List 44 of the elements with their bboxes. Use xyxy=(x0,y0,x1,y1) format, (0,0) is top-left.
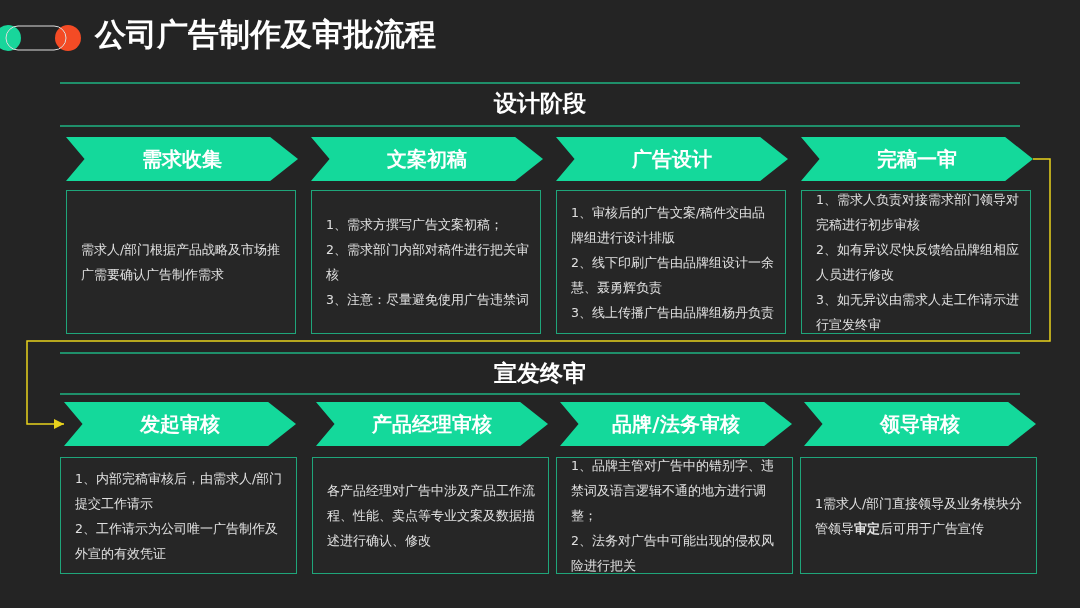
step-title: 广告设计 xyxy=(631,145,713,173)
description-text: 2、如有异议尽快反馈给品牌组相应人员进行修改 xyxy=(816,241,1020,284)
description-panel xyxy=(556,457,793,574)
step-title: 品牌/法务审核 xyxy=(611,410,741,438)
description-text: 3、注意：尽量避免使用广告违禁词 xyxy=(326,291,530,309)
description-panel xyxy=(60,457,297,574)
step-title: 产品经理审核 xyxy=(371,410,493,438)
chevron-banner xyxy=(801,137,1033,181)
description-text: 各产品经理对广告中涉及产品工作流程、性能、卖点等专业文案及数据描述进行确认、修改 xyxy=(327,482,536,550)
description-panel xyxy=(311,190,541,334)
step-title: 发起审核 xyxy=(139,410,221,438)
section-heading: 宣发终审 xyxy=(493,359,587,388)
chevron-banner xyxy=(556,137,788,181)
step-title: 文案初稿 xyxy=(386,145,468,173)
description-text: 1、品牌主管对广告中的错别字、违禁词及语言逻辑不通的地方进行调整； xyxy=(571,457,775,525)
connector-arrow xyxy=(26,158,1051,430)
chevron-banner xyxy=(311,137,543,181)
description-text: 1、内部完稿审核后，由需求人/部门提交工作请示 xyxy=(75,469,284,513)
description-text: 1、需求方撰写广告文案初稿； xyxy=(326,216,504,234)
description-text: 3、线上传播广告由品牌组杨丹负责 xyxy=(571,303,775,322)
description-text: 2、工作请示为公司唯一广告制作及外宣的有效凭证 xyxy=(75,519,279,563)
description-text: 2、线下印刷广告由品牌组设计一余慧、聂勇辉负责 xyxy=(571,253,775,297)
page-title: 公司广告制作及审批流程 xyxy=(95,15,436,54)
section-heading: 设计阶段 xyxy=(492,89,587,118)
description-text: 2、需求部门内部对稿件进行把关审核 xyxy=(326,241,530,284)
description-text: 3、如无异议由需求人走工作请示进行宣发终审 xyxy=(816,291,1020,334)
chevron-banner xyxy=(66,137,298,181)
description-text: 2、法务对广告中可能出现的侵权风险进行把关 xyxy=(571,532,775,575)
step-title: 完稿一审 xyxy=(876,145,958,173)
chevron-banner xyxy=(64,402,296,446)
description-panel xyxy=(556,190,786,334)
step-title: 领导审核 xyxy=(878,410,961,438)
description-text: 需求人/部门根据产品战略及市场推广需要确认广告制作需求 xyxy=(81,241,282,284)
chevron-banner xyxy=(316,402,548,446)
description-panel xyxy=(312,457,549,574)
description-panel xyxy=(66,190,296,334)
step-title: 需求收集 xyxy=(141,145,223,173)
chevron-banner xyxy=(560,402,792,446)
description-text: 1、需求人负责对接需求部门领导对完稿进行初步审核 xyxy=(816,191,1020,234)
description-panel xyxy=(801,190,1031,334)
chevron-banner xyxy=(804,402,1036,446)
description-panel xyxy=(800,457,1037,574)
description-text: 1、审核后的广告文案/稿件交由品牌组进行设计排版 xyxy=(571,203,767,247)
description-text: 1需求人/部门直接领导及业务模块分管领导审定后可用于广告宣传 xyxy=(815,494,1024,538)
